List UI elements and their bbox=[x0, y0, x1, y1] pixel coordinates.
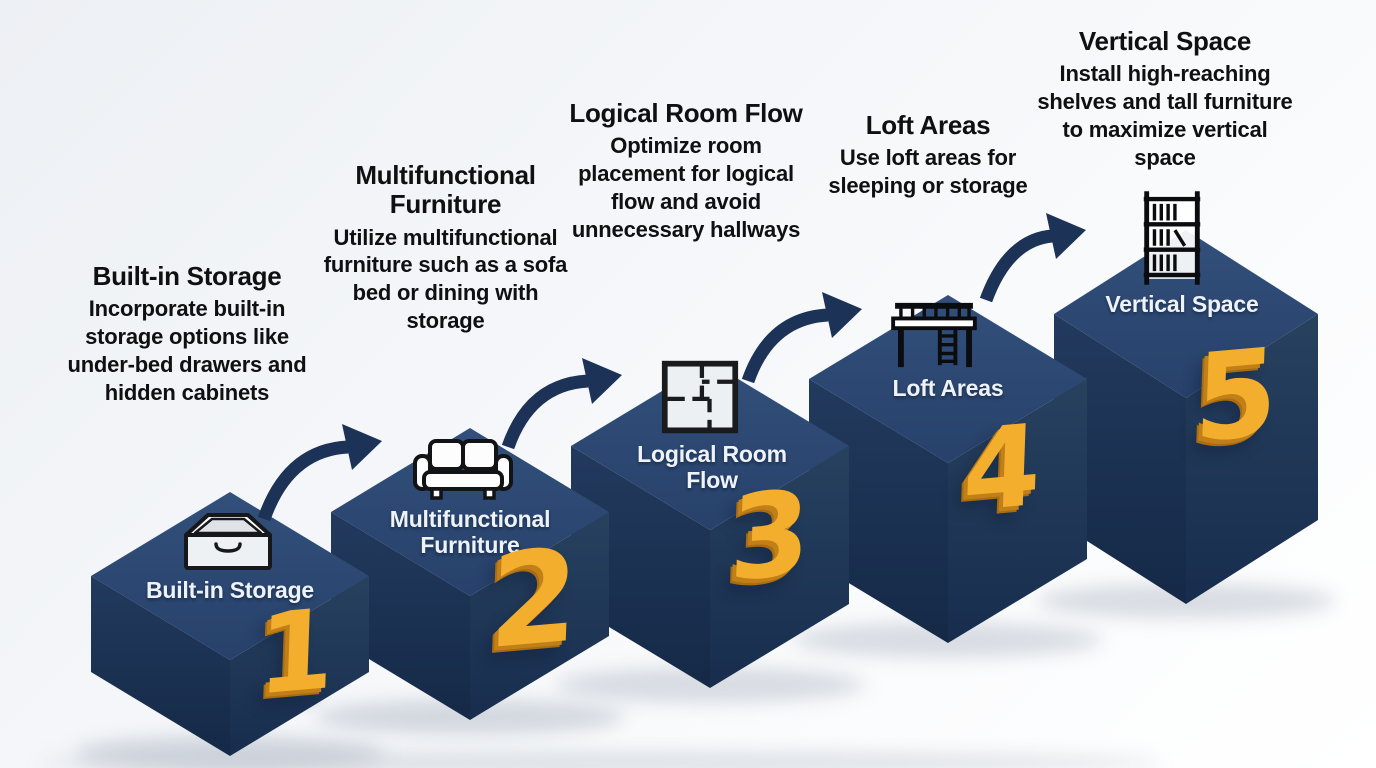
cube-step-2 bbox=[331, 428, 609, 720]
step-number-1: 1 bbox=[255, 584, 337, 720]
step-number-5: 5 bbox=[1191, 322, 1281, 471]
step-description: Incorporate built-in storage options lik… bbox=[67, 296, 307, 405]
step-description: Install high-reaching shelves and tall f… bbox=[1037, 61, 1293, 170]
cube-step-3 bbox=[571, 362, 849, 688]
step-number-3: 3 bbox=[727, 465, 813, 608]
bookshelf-icon bbox=[1135, 189, 1209, 292]
cube-step-1 bbox=[91, 492, 369, 756]
curved-arrow-icon-1-2 bbox=[257, 424, 382, 522]
step-number-2: 2 bbox=[487, 520, 581, 679]
floor-plan-icon bbox=[660, 358, 740, 441]
step-description-block-2: Multifunctional Furniture Utilize multif… bbox=[318, 160, 573, 335]
step-title: Vertical Space bbox=[1078, 26, 1252, 56]
drawer-icon bbox=[178, 509, 278, 580]
step-description-block-3: Logical Room Flow Optimize room placemen… bbox=[566, 98, 806, 243]
step-title: Built-in Storage bbox=[92, 261, 282, 291]
cube-top-label-2: Multifunctional Furniture bbox=[389, 506, 551, 558]
step-title: Logical Room Flow bbox=[569, 98, 803, 128]
curved-arrow-icon-3-4 bbox=[741, 292, 862, 384]
step-description: Use loft areas for sleeping or storage bbox=[828, 145, 1028, 199]
step-description: Utilize multifunctional furniture such a… bbox=[323, 224, 568, 333]
step-description-block-4: Loft Areas Use loft areas for sleeping o… bbox=[796, 110, 1060, 200]
step-description: Optimize room placement for logical flow… bbox=[571, 133, 801, 242]
step-description-block-5: Vertical Space Install high-reaching she… bbox=[1036, 26, 1294, 171]
cube-top-label-4: Loft Areas bbox=[892, 375, 1004, 401]
curved-arrow-icon-2-3 bbox=[501, 358, 622, 450]
step-description-block-1: Built-in Storage Incorporate built-in st… bbox=[62, 261, 312, 406]
sofa-icon bbox=[410, 436, 516, 507]
cube-top-label-1: Built-in Storage bbox=[145, 577, 315, 603]
curved-arrow-icon-4-5 bbox=[979, 213, 1086, 303]
step-number-4: 4 bbox=[960, 400, 1044, 538]
cube-top-label-3: Logical Room Flow bbox=[637, 441, 787, 493]
step-title: Multifunctional Furniture bbox=[355, 160, 536, 220]
loft-bed-icon bbox=[889, 299, 979, 376]
step-title: Loft Areas bbox=[865, 110, 991, 140]
cube-top-label-5: Vertical Space bbox=[1105, 291, 1259, 317]
